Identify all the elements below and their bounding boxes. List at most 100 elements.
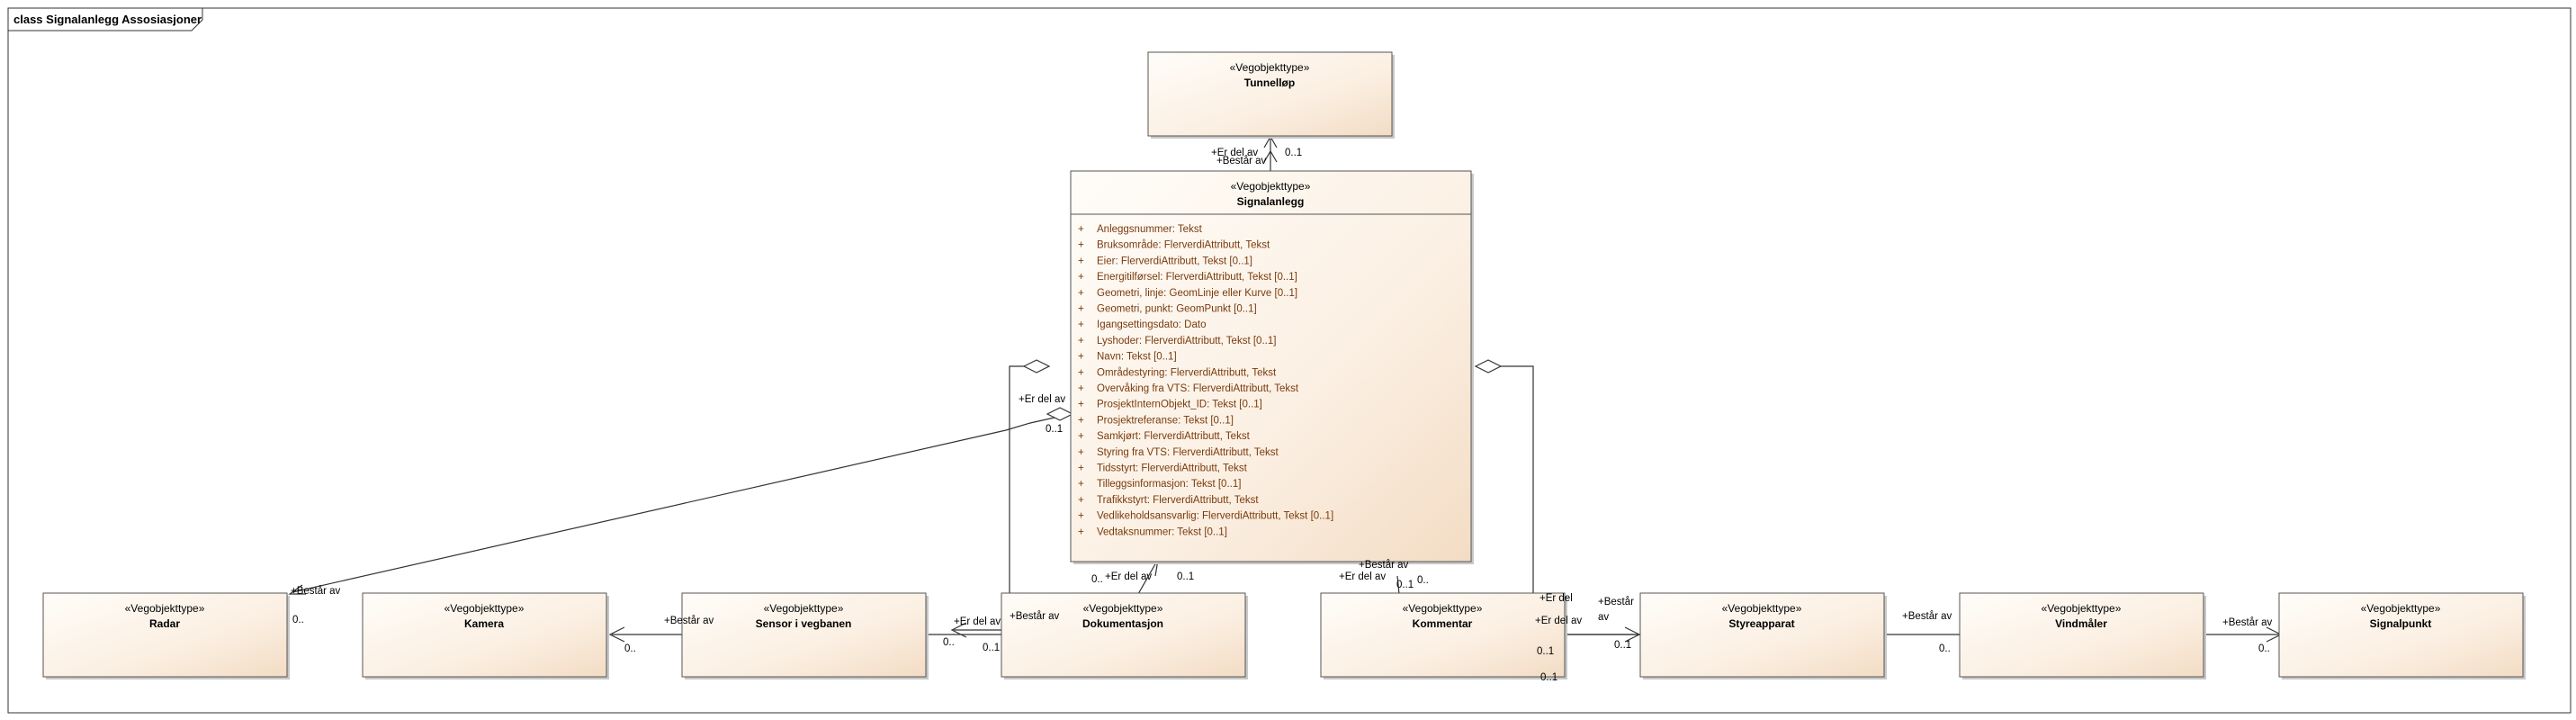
label-dok-bestar-av: +Består av bbox=[1010, 611, 1060, 622]
label-dok-multiplicity-a: 0..1 bbox=[983, 643, 1000, 653]
sensor-arrow bbox=[950, 622, 967, 638]
class-name: Dokumentasjon bbox=[1082, 617, 1163, 630]
attribute-visibility: + bbox=[1078, 224, 1084, 235]
label-kommentar-er-del-av: +Er del av bbox=[1339, 572, 1386, 582]
class-stereotype: «Vegobjekttype» bbox=[2042, 602, 2122, 615]
class-stereotype: «Vegobjekttype» bbox=[125, 602, 205, 615]
class-signalanlegg[interactable]: «Vegobjekttype» Signalanlegg +Anleggsnum… bbox=[1070, 170, 1474, 564]
label-right-er-del: +Er del bbox=[1539, 593, 1573, 604]
label-kommentar-multiplicity-b: 0.. bbox=[1417, 575, 1429, 586]
label-tunnel-er-del-av: +Er del av bbox=[1211, 148, 1258, 158]
attribute-visibility: + bbox=[1078, 304, 1084, 315]
label-left-er-del-av: +Er del av bbox=[1019, 394, 1065, 405]
attribute-row: Overvåking fra VTS: FlerverdiAttributt, … bbox=[1097, 383, 1299, 394]
label-sensor-bestar-av: +Består av bbox=[664, 616, 714, 626]
label-tunnel-bestar-av: +Består av bbox=[1216, 156, 1267, 166]
frame-title: class Signalanlegg Assosiasjoner bbox=[13, 13, 202, 26]
attribute-row: Vedlikeholdsansvarlig: FlerverdiAttribut… bbox=[1097, 511, 1333, 522]
right-aggregation-diamond bbox=[1474, 359, 1503, 374]
attribute-row: Geometri, punkt: GeomPunkt [0..1] bbox=[1097, 304, 1257, 315]
attribute-visibility: + bbox=[1078, 431, 1084, 442]
class-stereotype: «Vegobjekttype» bbox=[1403, 602, 1483, 615]
class-kamera[interactable]: «Vegobjekttype» Kamera bbox=[362, 592, 609, 680]
class-radar[interactable]: «Vegobjekttype» Radar bbox=[42, 592, 290, 680]
class-dokumentasjon[interactable]: «Vegobjekttype» Dokumentasjon bbox=[1001, 592, 1248, 680]
class-sensor-i-vegbanen[interactable]: «Vegobjekttype» Sensor i vegbanen bbox=[681, 592, 929, 680]
class-stereotype: «Vegobjekttype» bbox=[1083, 602, 1163, 615]
class-stereotype: «Vegobjekttype» bbox=[444, 602, 525, 615]
attribute-row: Energitilførsel: FlerverdiAttributt, Tek… bbox=[1097, 272, 1297, 283]
attribute-row: Anleggsnummer: Tekst bbox=[1097, 224, 1203, 235]
assoc-dok-line bbox=[1137, 562, 1157, 595]
label-right-er-del-av: +Er del av bbox=[1535, 616, 1582, 626]
label-sensor-multiplicity: 0.. bbox=[943, 637, 955, 648]
attribute-visibility: + bbox=[1078, 367, 1084, 378]
attribute-row: Geometri, linje: GeomLinje eller Kurve [… bbox=[1097, 288, 1297, 299]
attribute-row: Igangsettingsdato: Dato bbox=[1097, 320, 1206, 330]
class-stereotype: «Vegobjekttype» bbox=[1722, 602, 1802, 615]
class-kommentar[interactable]: «Vegobjekttype» Kommentar bbox=[1320, 592, 1567, 680]
class-name: Sensor i vegbanen bbox=[756, 617, 852, 630]
attribute-visibility: + bbox=[1078, 495, 1084, 506]
attribute-visibility: + bbox=[1078, 383, 1084, 394]
kamera-arrow bbox=[608, 626, 625, 643]
class-name: Kommentar bbox=[1413, 617, 1473, 630]
label-dok-er-del-av-a: +Er del av bbox=[954, 616, 1001, 627]
label-vindmaler-bestar-av: +Består av bbox=[1902, 611, 1952, 622]
label-kamera-multiplicity: 0.. bbox=[624, 644, 636, 654]
attribute-visibility: + bbox=[1078, 447, 1084, 458]
class-vindmaler[interactable]: «Vegobjekttype» Vindmåler bbox=[1959, 592, 2206, 680]
attribute-list: +Anleggsnummer: Tekst+Bruksområde: Flerv… bbox=[1078, 224, 1333, 537]
label-dok-multiplicity-c: 0.. bbox=[1091, 574, 1103, 585]
signalanlegg-arrow bbox=[1263, 149, 1278, 163]
class-stereotype: «Vegobjekttype» bbox=[2361, 602, 2441, 615]
attribute-visibility: + bbox=[1078, 256, 1084, 266]
attribute-row: Navn: Tekst [0..1] bbox=[1097, 352, 1177, 363]
frame-tab bbox=[7, 7, 203, 32]
label-right-multiplicity-a: 0..1 bbox=[1537, 646, 1554, 657]
class-name: Tunnelløp bbox=[1244, 76, 1295, 89]
class-name: Signalpunkt bbox=[2370, 617, 2432, 630]
class-name: Vindmåler bbox=[2055, 617, 2107, 630]
attribute-row: Samkjørt: FlerverdiAttributt, Tekst bbox=[1097, 431, 1251, 442]
label-signalpunkt-bestar-av: +Består av bbox=[2222, 617, 2273, 628]
label-styreapparat-bestar: +Består bbox=[1598, 597, 1634, 608]
label-radar-multiplicity: 0.. bbox=[292, 615, 304, 626]
attribute-row: Tidsstyrt: FlerverdiAttributt, Tekst bbox=[1097, 464, 1248, 474]
label-left-multiplicity: 0..1 bbox=[1046, 424, 1063, 435]
class-name: Styreapparat bbox=[1728, 617, 1794, 630]
class-stereotype: «Vegobjekttype» bbox=[764, 602, 844, 615]
class-tunnellop[interactable]: «Vegobjekttype» Tunnelløp bbox=[1147, 51, 1395, 139]
class-stereotype: «Vegobjekttype» bbox=[1230, 61, 1310, 74]
left-aggregation-diamond bbox=[1022, 359, 1051, 374]
label-styreapparat-av: av bbox=[1598, 612, 1609, 623]
label-kommentar-bestar-av: +Består av bbox=[1359, 560, 1409, 571]
class-signalpunkt[interactable]: «Vegobjekttype» Signalpunkt bbox=[2278, 592, 2526, 680]
attribute-row: Eier: FlerverdiAttributt, Tekst [0..1] bbox=[1097, 256, 1252, 266]
attribute-row: ProsjektInternObjekt_ID: Tekst [0..1] bbox=[1097, 400, 1262, 410]
attribute-row: Vedtaksnummer: Tekst [0..1] bbox=[1097, 526, 1227, 537]
attribute-visibility: + bbox=[1078, 272, 1084, 283]
label-styreapparat-multiplicity: 0..1 bbox=[1614, 640, 1631, 651]
attribute-visibility: + bbox=[1078, 464, 1084, 474]
class-name: Kamera bbox=[464, 617, 504, 630]
attribute-visibility: + bbox=[1078, 415, 1084, 426]
label-vindmaler-multiplicity: 0.. bbox=[1939, 644, 1951, 654]
class-name: Signalanlegg bbox=[1237, 195, 1305, 208]
attribute-visibility: + bbox=[1078, 400, 1084, 410]
label-dok-multiplicity-b: 0..1 bbox=[1177, 572, 1194, 582]
attribute-visibility: + bbox=[1078, 288, 1084, 299]
radar-arrow bbox=[288, 584, 306, 595]
attribute-visibility: + bbox=[1078, 336, 1084, 346]
attribute-row: Tilleggsinformasjon: Tekst [0..1] bbox=[1097, 479, 1241, 490]
label-tunnel-multiplicity: 0..1 bbox=[1285, 148, 1302, 158]
attribute-visibility: + bbox=[1078, 240, 1084, 251]
attribute-row: Prosjektreferanse: Tekst [0..1] bbox=[1097, 415, 1234, 426]
attribute-visibility: + bbox=[1078, 479, 1084, 490]
label-kommentar-multiplicity-a: 0..1 bbox=[1396, 580, 1414, 590]
label-signalpunkt-multiplicity: 0.. bbox=[2258, 644, 2270, 654]
label-right-multiplicity-b: 0..1 bbox=[1540, 672, 1557, 683]
diagram-frame bbox=[7, 7, 2572, 714]
class-styreapparat[interactable]: «Vegobjekttype» Styreapparat bbox=[1639, 592, 1887, 680]
